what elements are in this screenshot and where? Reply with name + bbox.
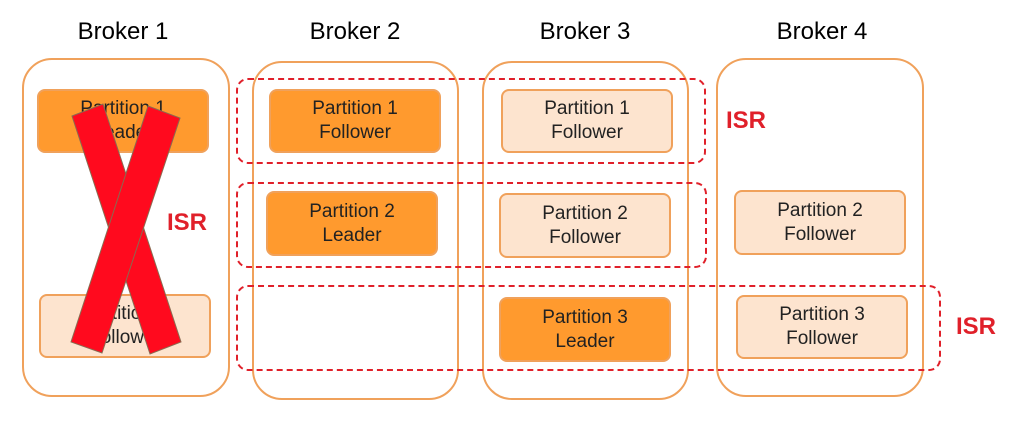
broker-2-box: [252, 61, 459, 400]
partition-name: Partition 2: [542, 202, 628, 224]
broker-4-partition-2-follower: Partition 2 Follower: [734, 190, 906, 255]
broker-2-partition-1-follower: Partition 1 Follower: [269, 89, 441, 153]
partition-name: Partition 2: [309, 200, 395, 222]
broker-4-box: [716, 58, 924, 397]
broker-3-partition-2-follower: Partition 2 Follower: [499, 193, 671, 258]
isr-label-partition-3: ISR: [956, 313, 997, 340]
broker-1-title: Broker 1: [77, 18, 169, 45]
broker-1-box: [22, 58, 230, 397]
partition-name: Partition 1: [80, 98, 166, 119]
broker-3-box: [482, 61, 689, 400]
partition-name: Partition 1: [312, 98, 398, 119]
partition-role: Follower: [549, 226, 621, 248]
partition-name: Partition 3: [779, 304, 865, 325]
partition-role: Leader: [93, 122, 153, 143]
isr-label-partition-1: ISR: [726, 107, 767, 134]
partition-name: Partition 3: [542, 306, 628, 328]
isr-group-partition-1: [236, 78, 706, 164]
partition-role: Follower: [784, 223, 856, 245]
partition-role: Leader: [322, 224, 382, 246]
partition-role: Follower: [551, 122, 623, 143]
broker-4-title: Broker 4: [776, 18, 868, 45]
partition-role: Follower: [89, 327, 161, 348]
isr-group-partition-3: [236, 285, 941, 371]
broker-3-partition-1-follower: Partition 1 Follower: [501, 89, 673, 153]
broker-3-partition-3-leader: Partition 3 Leader: [499, 297, 671, 362]
isr-label-partition-2: ISR: [167, 209, 208, 236]
broker-1-partition-3-follower: Partition 3 Follower: [39, 294, 211, 358]
partition-name: Partition 3: [82, 303, 168, 324]
broker-2-partition-2-leader: Partition 2 Leader: [266, 191, 438, 256]
broker-2-title: Broker 2: [309, 18, 401, 45]
partition-role: Leader: [555, 330, 615, 352]
broker-4-partition-3-follower: Partition 3 Follower: [736, 295, 908, 359]
partition-name: Partition 1: [544, 98, 630, 119]
broker-3-title: Broker 3: [539, 18, 631, 45]
partition-role: Follower: [319, 122, 391, 143]
isr-group-partition-2: [236, 182, 707, 268]
partition-role: Follower: [786, 328, 858, 349]
partition-name: Partition 2: [777, 199, 863, 221]
broker-1-partition-1-leader: Partition 1 Leader: [37, 89, 209, 153]
